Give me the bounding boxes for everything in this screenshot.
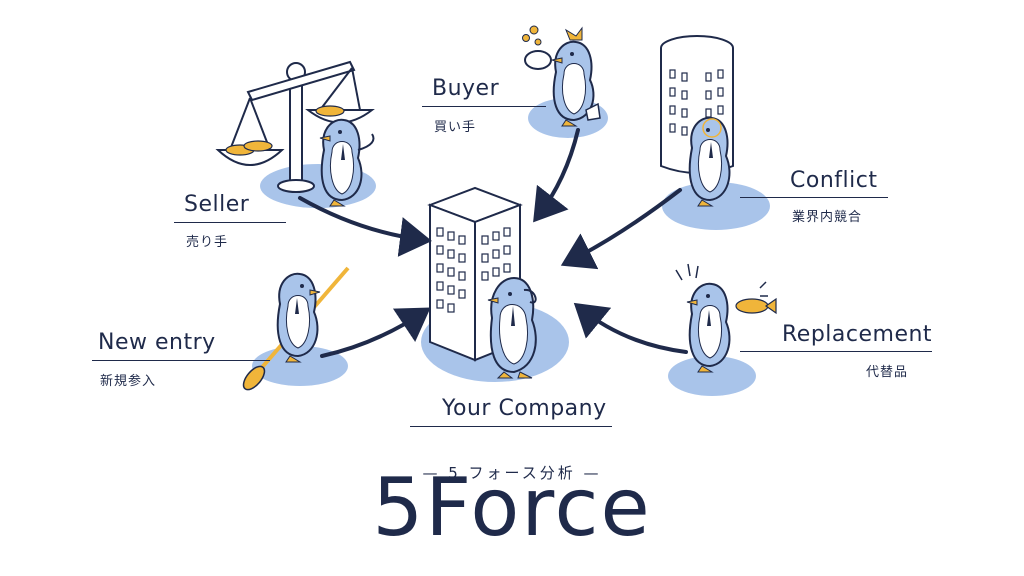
conflict-penguin-icon — [688, 116, 731, 207]
arrow-new-entry — [320, 307, 431, 358]
seller-group — [215, 60, 376, 208]
new-entry-group — [242, 266, 350, 391]
new-entry-label: New entry — [98, 330, 216, 355]
arrow-seller — [298, 196, 432, 257]
replacement-penguin-icon — [686, 282, 731, 373]
surprise-marks-icon — [675, 263, 768, 297]
your-company-rule — [410, 426, 612, 427]
buyer-rule — [422, 106, 546, 107]
scale-icon — [215, 60, 375, 193]
your-company-label: Your Company — [442, 396, 607, 421]
company-penguin-icon — [487, 276, 537, 379]
subtitle: — 5 フォース分析 — — [422, 464, 602, 482]
coins-icon — [522, 25, 542, 46]
new-entry-label-jp: 新規参入 — [100, 374, 157, 389]
page-title: 5Force — [372, 461, 652, 554]
replacement-label-jp: 代替品 — [866, 365, 909, 380]
conflict-group — [660, 35, 770, 230]
wallet-icon — [524, 50, 552, 70]
new-entry-rule — [92, 360, 270, 361]
seller-rule — [174, 222, 286, 223]
seller-label: Seller — [184, 192, 250, 217]
buyer-label: Buyer — [432, 76, 500, 101]
arrow-replacement — [573, 302, 688, 354]
replacement-rule — [740, 351, 932, 352]
conflict-label-jp: 業界内競合 — [792, 210, 863, 225]
new-entry-penguin-icon — [276, 272, 321, 363]
force-arrows — [298, 128, 688, 358]
competitor-building-icon — [660, 35, 734, 174]
buyer-penguin-icon — [551, 26, 601, 127]
fish-icon — [735, 297, 777, 315]
conflict-label: Conflict — [790, 168, 878, 193]
center-company-group — [421, 186, 569, 382]
replacement-label: Replacement — [782, 322, 933, 347]
conflict-rule — [740, 197, 888, 198]
arrow-conflict — [560, 188, 682, 270]
seller-penguin-icon — [319, 118, 375, 207]
replacement-group — [668, 263, 777, 396]
seller-label-jp: 売り手 — [186, 235, 229, 250]
arrow-buyer — [533, 128, 580, 223]
buyer-group — [522, 25, 608, 138]
buyer-label-jp: 買い手 — [434, 120, 477, 135]
fish-icon — [225, 105, 345, 156]
